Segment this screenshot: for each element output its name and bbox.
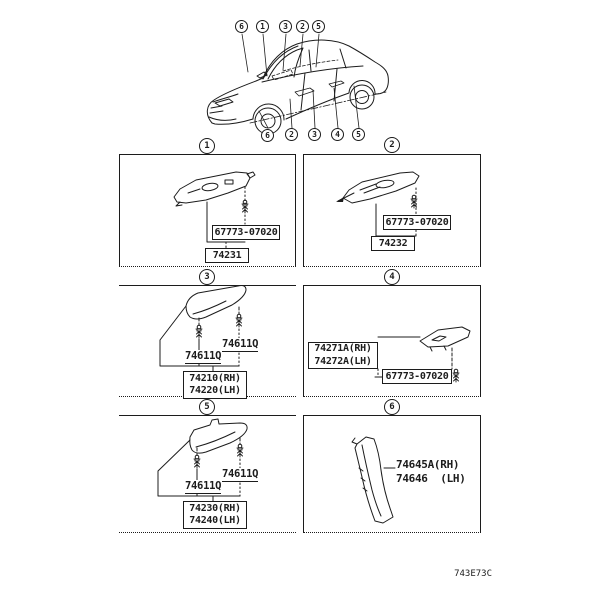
panel-3-number: 3	[199, 269, 215, 285]
part-number-rh: 74210(RH)	[189, 372, 241, 384]
panel-6-drawing	[351, 436, 396, 524]
part-number-box: 74231	[205, 248, 249, 263]
diagram-code: 743E73C	[454, 569, 492, 579]
part-number-lh: 74220(LH)	[189, 385, 241, 396]
callout-bottom-5: 5	[352, 128, 365, 141]
panel-1-number: 1	[199, 138, 215, 154]
clip-part-number: 74611Q	[185, 350, 222, 364]
part-number-lh: 74646 (LH)	[396, 472, 466, 485]
clip-part-number: 74611Q	[222, 338, 259, 352]
part-number-box: 74271A(RH) 74272A(LH)	[308, 342, 378, 369]
callout-bottom-2: 2	[285, 128, 298, 141]
panel-1-drawing	[173, 171, 256, 250]
panel-4-box	[303, 285, 481, 397]
callout-top-5: 5	[312, 20, 325, 33]
callout-top-1: 1	[256, 20, 269, 33]
part-number-box: 74232	[371, 236, 415, 251]
panel-6-box	[303, 415, 481, 533]
clip-part-number: 74611Q	[222, 468, 259, 482]
part-number-lh: 74272A(LH)	[314, 355, 372, 367]
panel-4-number: 4	[384, 269, 400, 285]
callout-bottom-6: 6	[261, 129, 274, 142]
callout-top-6: 6	[235, 20, 248, 33]
part-number-box: 67773-07020	[383, 215, 451, 230]
callout-bottom-3: 3	[308, 128, 321, 141]
clip-part-number: 74611Q	[185, 480, 222, 494]
part-number-box: 67773-07020	[212, 225, 280, 240]
part-number-rh: 74230(RH)	[189, 502, 241, 514]
callout-bottom-4: 4	[331, 128, 344, 141]
panel-5-box	[119, 415, 296, 533]
panel-2-number: 2	[384, 137, 400, 153]
part-number-box: 67773-07020	[382, 369, 452, 384]
panel-2-box	[303, 154, 481, 267]
callout-leader-lines	[241, 33, 360, 129]
part-number-rh: 74271A(RH)	[314, 343, 372, 354]
car-diagram	[206, 39, 389, 135]
part-number-box: 74230(RH) 74240(LH)	[183, 501, 247, 529]
panel-1-box	[119, 154, 296, 267]
panel-6-number: 6	[384, 399, 400, 415]
assembly-arrow-icon	[336, 197, 344, 202]
panel-4-drawing	[374, 326, 471, 383]
part-number-lh: 74240(LH)	[189, 515, 241, 526]
panel-5-number: 5	[199, 399, 215, 415]
part-number-rh: 74645A(RH)	[396, 458, 460, 471]
callout-top-2: 2	[296, 20, 309, 33]
part-number-box: 74210(RH) 74220(LH)	[183, 371, 247, 399]
callout-top-3: 3	[279, 20, 292, 33]
